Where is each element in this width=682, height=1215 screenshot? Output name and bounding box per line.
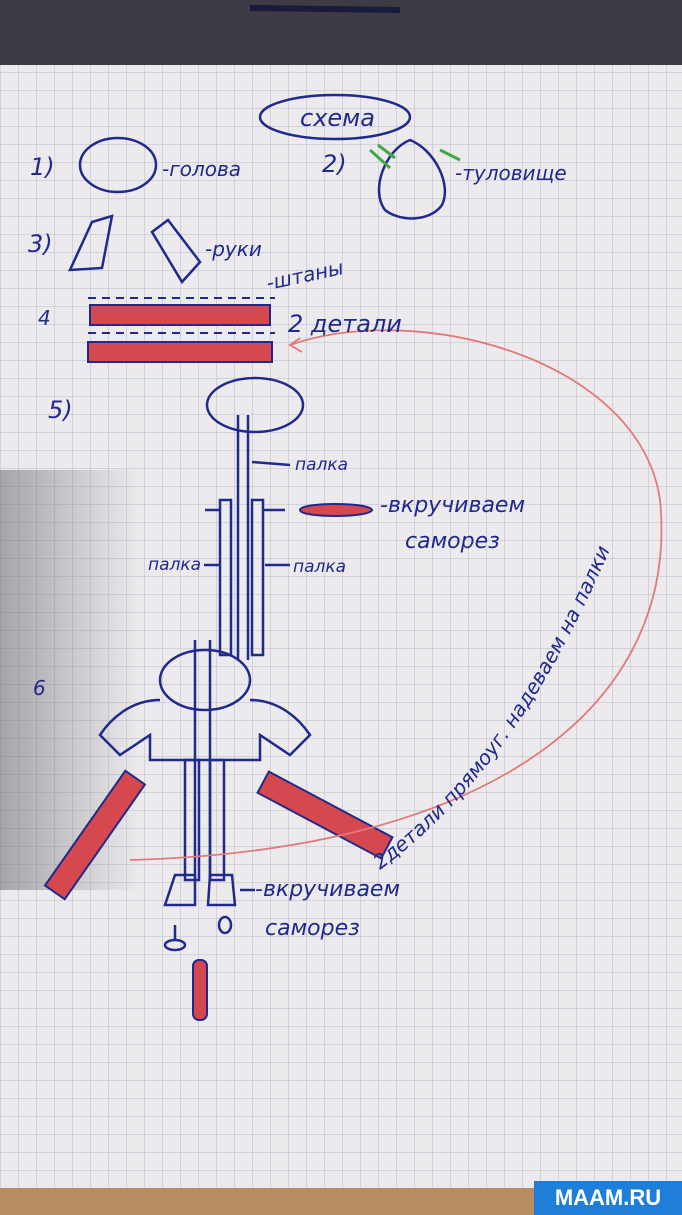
title: схема [300, 104, 375, 132]
watermark-badge: MAAM.RU [534, 1181, 682, 1215]
stick-left [218, 498, 233, 657]
head-shape-5 [205, 376, 305, 434]
torso-shape [377, 138, 447, 220]
stick-right [250, 498, 265, 657]
step1-number: 1) [30, 153, 55, 181]
screw-5 [298, 503, 374, 517]
step5-screw-label-1: -вкручиваем [380, 493, 525, 518]
background-top [0, 0, 682, 75]
arm-shape-right [150, 218, 202, 285]
step5-screw-label-2: саморез [405, 529, 500, 554]
step5-stick-right-label: палка [293, 557, 346, 577]
pants-part-2 [87, 341, 273, 363]
step5-stick-top-label: палка [295, 455, 348, 475]
step5-stick-left-label: палка [148, 555, 201, 575]
step4-label: 2 детали [288, 310, 402, 338]
step6-number: 6 [33, 676, 46, 700]
body-shape-6 [98, 698, 312, 762]
step2-label: -туловище [455, 161, 567, 185]
step6-screw-label-2: саморез [265, 916, 360, 941]
head-shape [78, 136, 158, 194]
shadow [0, 470, 140, 890]
screw-6 [192, 959, 208, 1021]
step1-label: -голова [162, 157, 241, 181]
green-marks [368, 143, 461, 170]
pen [249, 5, 401, 13]
board-left [43, 769, 147, 901]
step4-number: 4 [38, 306, 51, 330]
pants-part-1 [89, 304, 271, 326]
board-right [256, 770, 394, 860]
head-shape-6 [158, 648, 252, 712]
step6-screw-label-1: -вкручиваем [255, 877, 400, 902]
red-arrow-arc [129, 329, 663, 861]
step2-number: 2) [322, 150, 347, 178]
step3-label: -руки [205, 237, 262, 261]
step5-number: 5) [48, 396, 73, 424]
arm-shape-left [67, 214, 114, 272]
step3-number: 3) [28, 230, 53, 258]
title-oval [258, 93, 412, 141]
